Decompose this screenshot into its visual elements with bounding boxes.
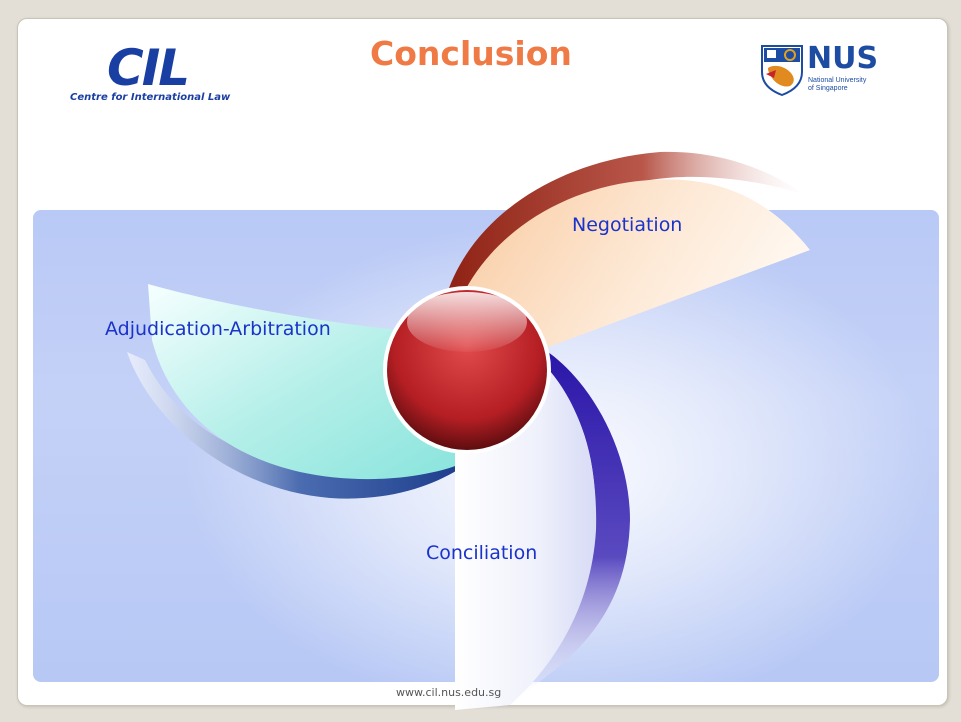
cil-logo-mark: CIL xyxy=(107,39,190,97)
conciliation-label: Conciliation xyxy=(426,542,538,564)
nus-logo-subtitle: National University of Singapore xyxy=(808,77,898,93)
negotiation-blade-face xyxy=(458,179,810,350)
nus-logo-subtitle-line2: of Singapore xyxy=(808,85,848,92)
cil-logo: CIL Centre for International Law xyxy=(67,40,237,110)
footer-url: www.cil.nus.edu.sg xyxy=(396,686,502,699)
negotiation-label: Negotiation xyxy=(572,214,683,236)
nus-logo-mark: NUS xyxy=(807,41,879,76)
hub-sphere-shine xyxy=(407,292,527,352)
cil-logo-subtitle: Centre for International Law xyxy=(70,92,231,103)
adjudication-arbitration-label: Adjudication-Arbitration xyxy=(105,318,331,340)
nus-crest-icon xyxy=(761,45,803,96)
nus-logo-subtitle-line1: National University xyxy=(808,77,867,84)
negotiation-blade-edge xyxy=(445,151,805,305)
page-title: Conclusion xyxy=(370,34,572,73)
conciliation-blade-edge xyxy=(520,350,630,695)
nus-logo: NUS National University of Singapore xyxy=(760,41,890,104)
